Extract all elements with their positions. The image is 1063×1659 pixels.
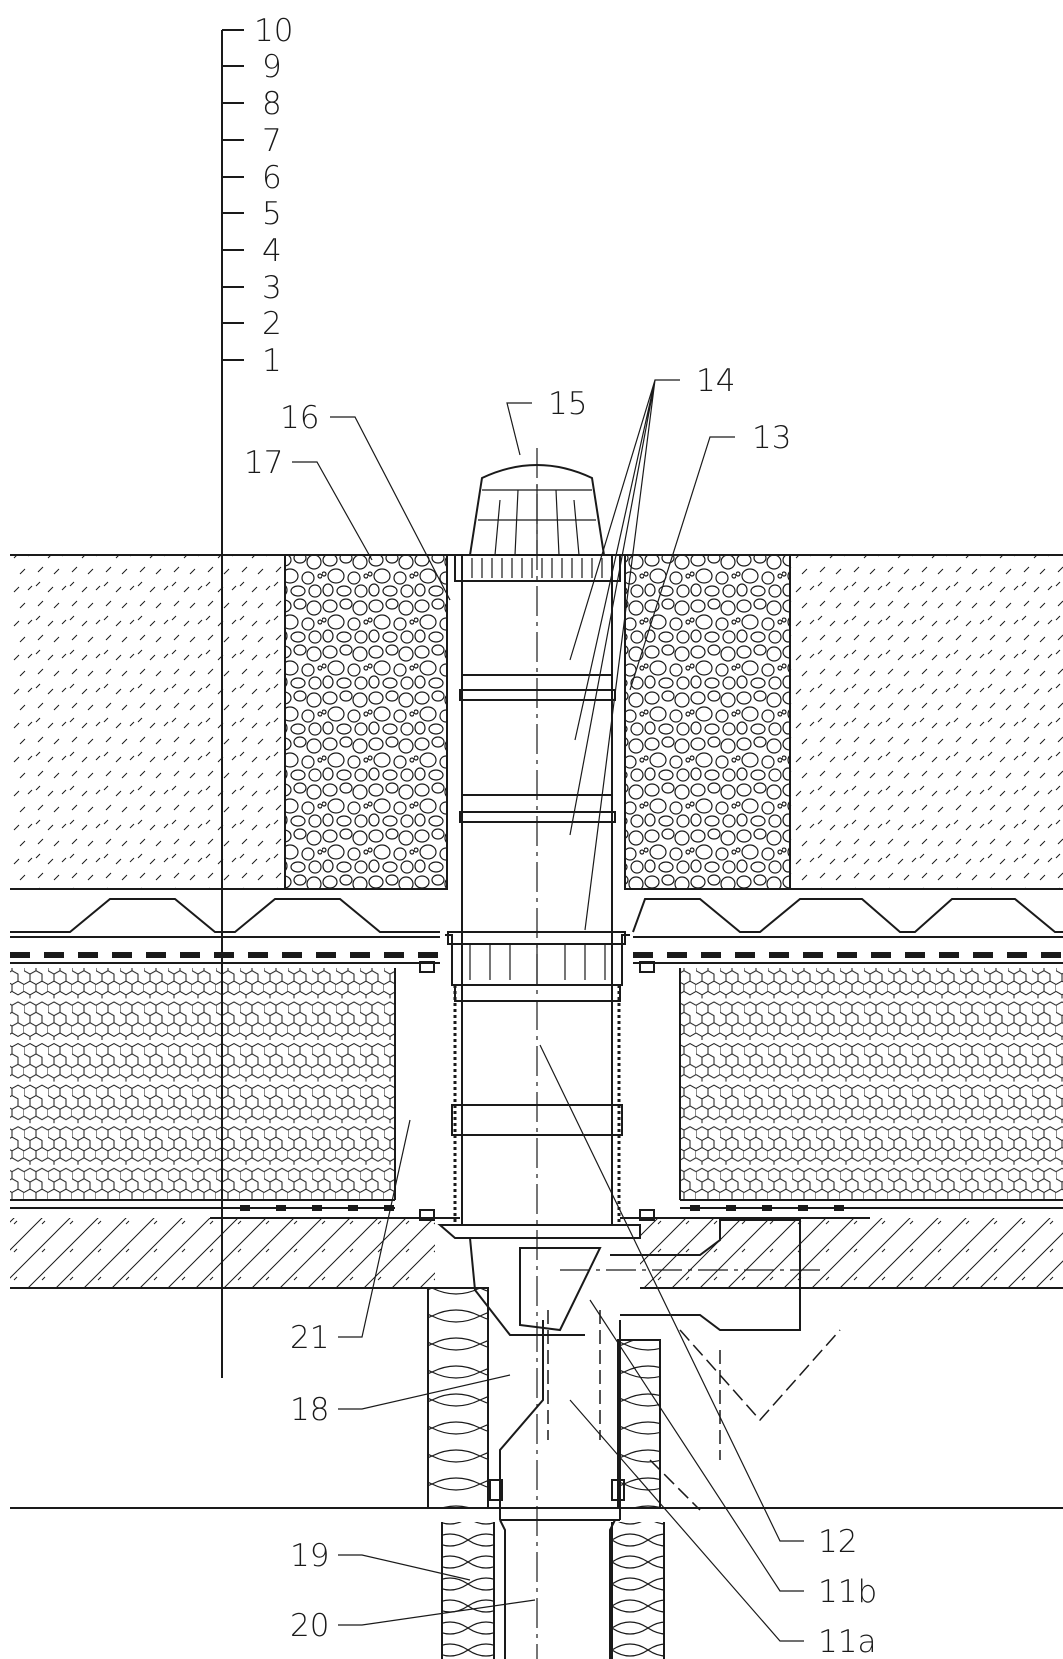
insulation-layer bbox=[10, 968, 1063, 1219]
scale-label-5: 5 bbox=[262, 196, 282, 232]
scale-label-6: 6 bbox=[262, 160, 282, 196]
scale-label-9: 9 bbox=[262, 49, 282, 85]
scale-label-8: 8 bbox=[262, 86, 282, 122]
callout-20: 20 bbox=[290, 1608, 329, 1644]
callout-21: 21 bbox=[290, 1320, 329, 1356]
callout-11b: 11b bbox=[818, 1574, 877, 1610]
callout-18: 18 bbox=[290, 1392, 329, 1428]
callout-16: 16 bbox=[280, 400, 319, 436]
scale-label-4: 4 bbox=[262, 233, 282, 269]
gravel-layer bbox=[284, 554, 791, 890]
scale-label-10: 10 bbox=[254, 13, 293, 49]
callout-19: 19 bbox=[290, 1538, 329, 1574]
drain-assembly bbox=[419, 448, 841, 1659]
callout-17: 17 bbox=[244, 445, 283, 481]
callout-11a: 11a bbox=[818, 1624, 876, 1659]
top-soil-layer bbox=[10, 554, 1063, 890]
scale-ruler: 10 9 8 7 6 5 4 3 2 1 bbox=[221, 13, 293, 1378]
scale-label-1: 1 bbox=[262, 343, 282, 379]
callout-13: 13 bbox=[752, 420, 791, 456]
scale-label-3: 3 bbox=[262, 270, 282, 306]
drainage-board-layer bbox=[10, 898, 1063, 964]
callout-15: 15 bbox=[548, 386, 587, 422]
callout-12: 12 bbox=[818, 1524, 857, 1560]
callout-14: 14 bbox=[696, 363, 735, 399]
scale-label-7: 7 bbox=[262, 123, 282, 159]
callouts: 14 15 16 13 17 21 18 19 20 12 11b 11a bbox=[244, 363, 877, 1659]
scale-label-2: 2 bbox=[262, 306, 282, 342]
